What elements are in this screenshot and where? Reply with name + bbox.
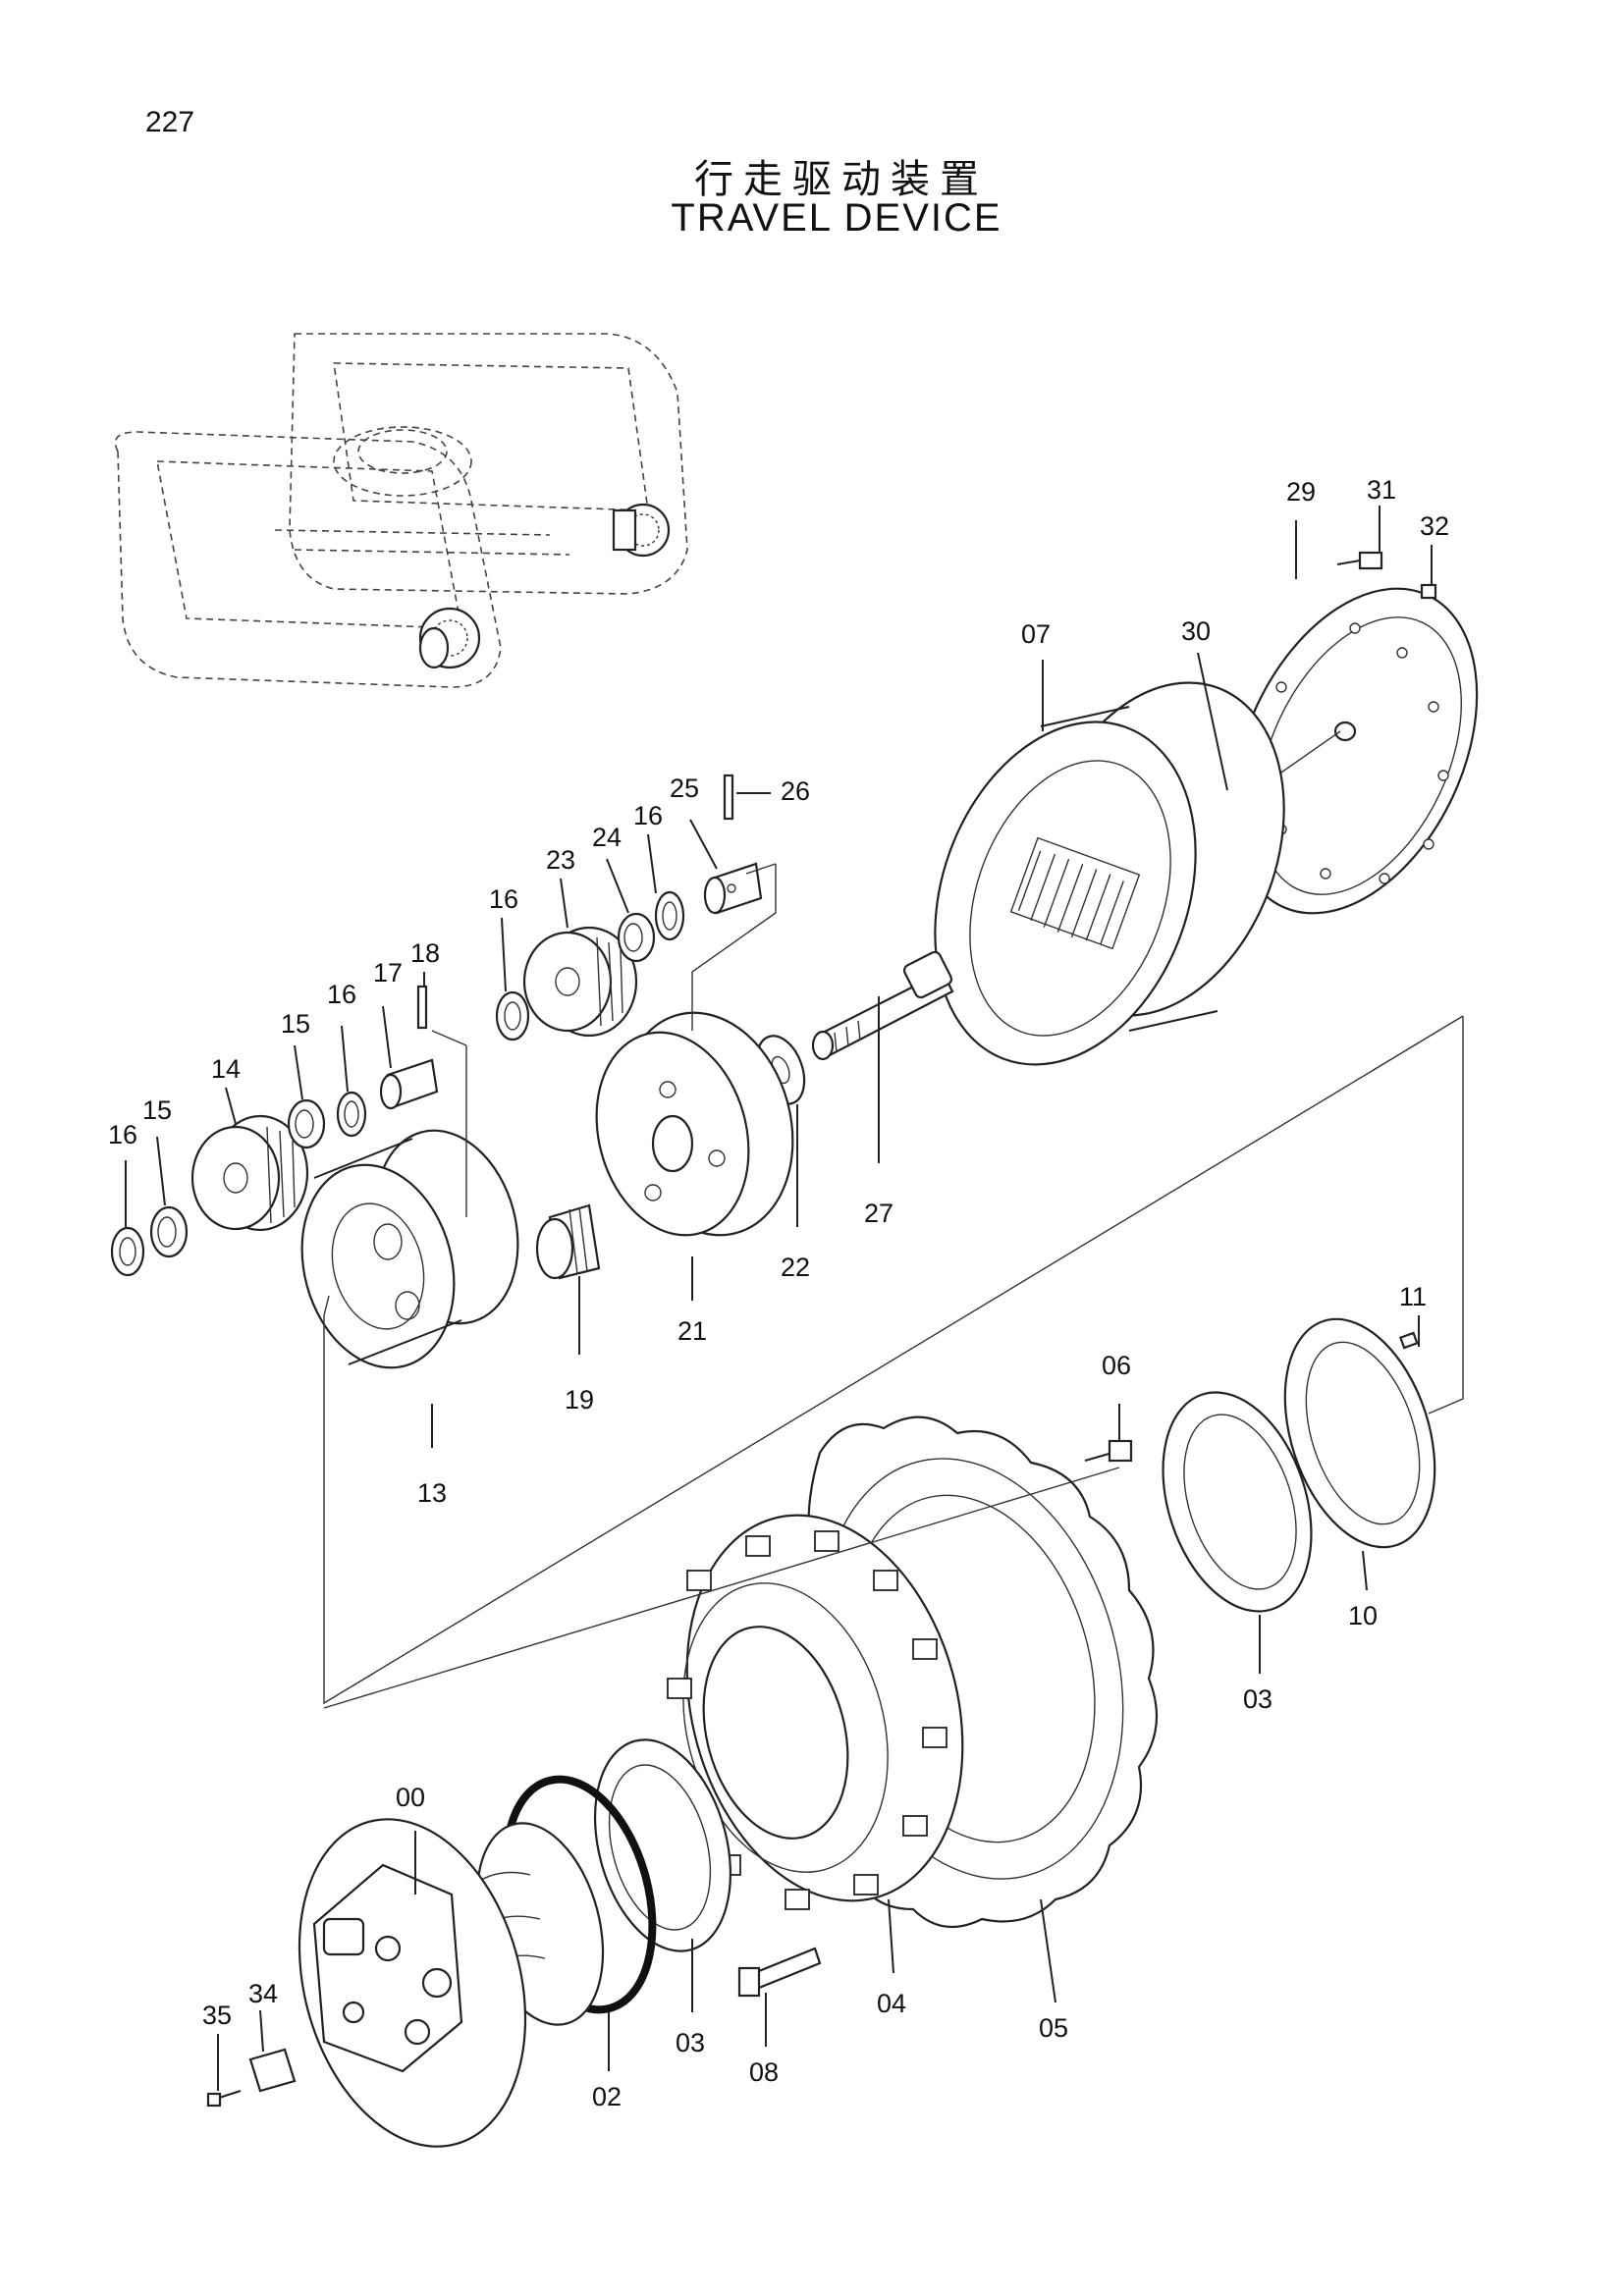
label-14: 14 <box>211 1054 241 1084</box>
leader-lines <box>125 506 1433 2091</box>
bearing-03a <box>593 1738 732 1952</box>
needle-bearing-15b <box>287 1098 326 1149</box>
cover-plate-29 <box>1231 587 1479 915</box>
label-05: 05 <box>1039 2013 1068 2043</box>
label-16c: 16 <box>489 884 518 914</box>
undercarriage-thumbnail <box>114 333 688 688</box>
plug-11 <box>1398 1331 1419 1350</box>
label-10: 10 <box>1348 1601 1378 1630</box>
pin-17 <box>379 1058 439 1110</box>
thrust-washer-16b <box>336 1091 367 1138</box>
label-22: 22 <box>781 1253 810 1282</box>
label-07: 07 <box>1021 619 1051 649</box>
label-31: 31 <box>1367 475 1396 505</box>
label-16b: 16 <box>327 980 356 1009</box>
label-25: 25 <box>670 774 699 803</box>
bolt-31 <box>1336 551 1383 570</box>
cover-ring-10 <box>1283 1317 1436 1549</box>
label-35: 35 <box>202 2001 232 2030</box>
label-32: 32 <box>1420 511 1449 541</box>
bolt-06 <box>1084 1439 1133 1463</box>
planet-gear-23 <box>522 926 638 1038</box>
label-08: 08 <box>749 2057 779 2087</box>
planet-gear-14 <box>190 1114 309 1232</box>
plug-32 <box>1420 583 1437 600</box>
sun-gear-19 <box>535 1203 601 1280</box>
carrier-13 <box>300 1129 519 1369</box>
label-16d: 16 <box>633 801 663 830</box>
sprocket-thumbnail-bottom <box>418 607 481 669</box>
label-34: 34 <box>248 1979 278 2008</box>
pin-26 <box>723 774 734 821</box>
label-23: 23 <box>546 845 575 875</box>
label-18: 18 <box>410 938 440 968</box>
thrust-washer-16c <box>495 990 530 1041</box>
label-16a: 16 <box>108 1120 137 1149</box>
label-00: 00 <box>396 1783 425 1812</box>
label-19: 19 <box>565 1385 594 1415</box>
label-29: 29 <box>1286 477 1316 507</box>
part-labels: 29 31 32 07 30 26 25 16 24 23 16 18 17 1… <box>108 475 1449 2111</box>
label-06: 06 <box>1102 1351 1131 1380</box>
travel-motor-00 <box>298 1818 605 2148</box>
carrier-21 <box>595 1011 794 1237</box>
pin-18 <box>416 985 428 1030</box>
assembly-guide-lines <box>323 863 1464 1709</box>
title-english: TRAVEL DEVICE <box>671 196 1002 240</box>
title-chinese: 行走驱动装置 <box>694 157 989 202</box>
label-24: 24 <box>592 823 622 852</box>
bearing-03b <box>1162 1391 1313 1613</box>
needle-bearing-24 <box>617 912 656 963</box>
cover-plate-34 <box>248 2048 297 2093</box>
needle-bearing-15a <box>149 1205 189 1258</box>
label-03a: 03 <box>676 2028 705 2057</box>
label-30: 30 <box>1181 616 1211 646</box>
label-17: 17 <box>373 958 403 988</box>
page-number: 227 <box>145 106 195 138</box>
label-03b: 03 <box>1243 1684 1272 1714</box>
bolt-08 <box>737 1947 822 1998</box>
label-13: 13 <box>417 1478 447 1508</box>
label-11: 11 <box>1399 1282 1427 1311</box>
sprocket-thumbnail-top <box>612 503 671 558</box>
label-02: 02 <box>592 2082 622 2111</box>
thrust-washer-16a <box>110 1226 145 1277</box>
label-04: 04 <box>877 1989 906 2018</box>
label-15a: 15 <box>142 1095 172 1125</box>
label-21: 21 <box>677 1316 707 1346</box>
hub-04 <box>667 1514 964 1910</box>
screw-35 <box>206 2090 242 2108</box>
thrust-washer-16d <box>654 890 685 941</box>
label-26: 26 <box>781 776 810 806</box>
pin-25 <box>703 862 763 915</box>
label-27: 27 <box>864 1199 893 1228</box>
shaft-27 <box>811 950 954 1061</box>
label-15b: 15 <box>281 1009 310 1039</box>
